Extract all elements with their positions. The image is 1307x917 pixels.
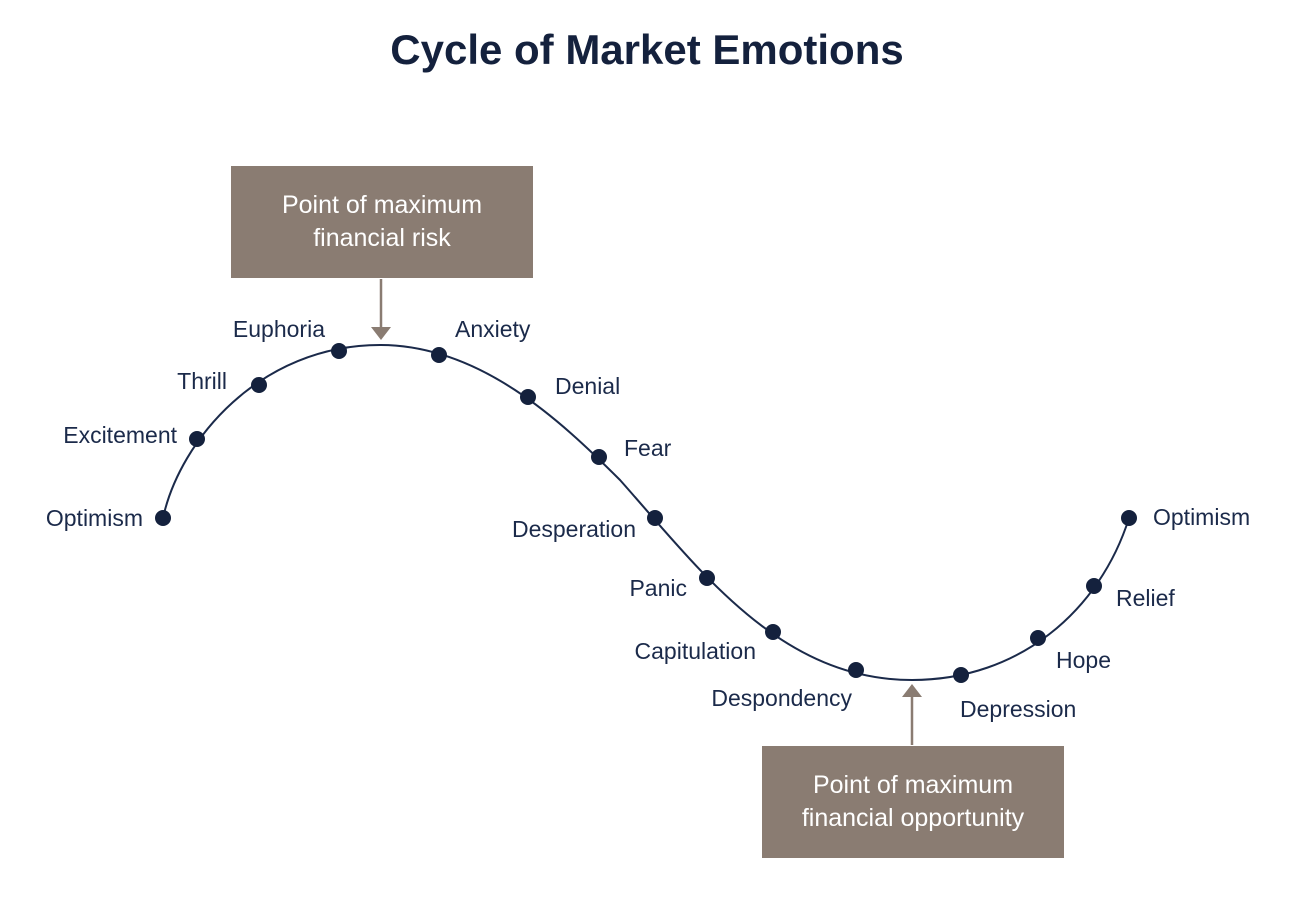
stage-dot-excitement	[189, 431, 205, 447]
stage-label-desperation: Desperation	[512, 516, 636, 542]
stage-label-optimism-start: Optimism	[46, 505, 143, 531]
stage-dot-denial	[520, 389, 536, 405]
stage-label-capitulation: Capitulation	[635, 638, 756, 664]
stage-dot-euphoria	[331, 343, 347, 359]
stage-label-denial: Denial	[555, 373, 620, 399]
stage-dot-capitulation	[765, 624, 781, 640]
callout-maximum-risk: Point of maximum financial risk	[231, 166, 533, 278]
stage-dot-hope	[1030, 630, 1046, 646]
stage-dot-desperation	[647, 510, 663, 526]
stage-dot-relief	[1086, 578, 1102, 594]
stage-labels: Optimism Excitement Thrill Euphoria Anxi…	[46, 316, 1250, 722]
callout-opportunity-line2: financial opportunity	[801, 804, 1025, 832]
risk-arrow	[371, 279, 391, 340]
stage-label-depression: Depression	[960, 696, 1076, 722]
stage-dots	[155, 343, 1137, 683]
cycle-curve	[162, 343, 1130, 682]
stage-dot-thrill	[251, 377, 267, 393]
stage-label-thrill: Thrill	[177, 368, 227, 394]
stage-label-despondency: Despondency	[711, 685, 852, 711]
callout-maximum-opportunity: Point of maximum financial opportunity	[762, 746, 1064, 858]
stage-label-panic: Panic	[629, 575, 687, 601]
stage-dot-despondency	[848, 662, 864, 678]
page-title: Cycle of Market Emotions	[390, 26, 904, 73]
stage-label-anxiety: Anxiety	[455, 316, 531, 342]
stage-dot-optimism-end	[1121, 510, 1137, 526]
callout-risk-line1: Point of maximum	[281, 191, 483, 219]
callout-opportunity-line1: Point of maximum	[812, 771, 1014, 799]
stage-dot-anxiety	[431, 347, 447, 363]
stage-dot-fear	[591, 449, 607, 465]
stage-dot-panic	[699, 570, 715, 586]
stage-label-optimism-end: Optimism	[1153, 504, 1250, 530]
stage-dot-optimism-start	[155, 510, 171, 526]
stage-label-hope: Hope	[1056, 647, 1111, 673]
stage-dot-depression	[953, 667, 969, 683]
stage-label-fear: Fear	[624, 435, 672, 461]
stage-label-euphoria: Euphoria	[233, 316, 325, 342]
callout-risk-line2: financial risk	[313, 224, 451, 252]
stage-label-relief: Relief	[1116, 585, 1175, 611]
stage-label-excitement: Excitement	[63, 422, 177, 448]
opportunity-arrow	[902, 684, 922, 745]
